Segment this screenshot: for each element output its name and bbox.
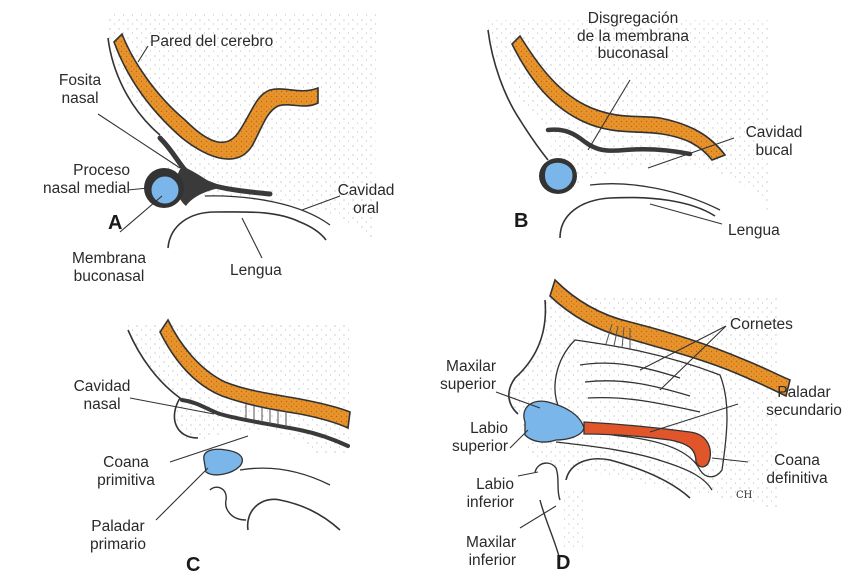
label-lower-lip: Labio inferior — [434, 476, 514, 511]
panel-c — [128, 320, 352, 530]
label-nasal-pit: Fosita nasal — [42, 72, 118, 107]
panel-c-oral-line — [240, 468, 330, 485]
label-definitive-choana: Coana definitiva — [754, 452, 840, 487]
label-membrane-rupture: Disgregación de la membrana buconasal — [568, 10, 698, 63]
label-tongue-b: Lengua — [728, 222, 780, 240]
label-medial-nasal-process: Proceso nasal medial — [14, 162, 130, 197]
panel-letter-b: B — [514, 210, 528, 233]
panel-d-lower-jaw-tissue — [562, 490, 584, 550]
panel-b-tongue — [560, 198, 715, 238]
panel-letter-a: A — [108, 212, 122, 235]
label-lower-jaw: Maxilar inferior — [436, 534, 516, 569]
label-conchae: Cornetes — [730, 316, 793, 334]
panel-b-oral-roof — [590, 184, 720, 210]
panel-c-primary-palate — [204, 449, 243, 475]
label-secondary-palate: Paladar secundario — [748, 384, 860, 419]
panel-d-lower-lip — [535, 463, 560, 500]
label-tongue-a: Lengua — [230, 262, 282, 280]
panel-letter-c: C — [186, 554, 200, 577]
panel-b-medial-nasal-process — [544, 162, 572, 190]
panel-a-medial-nasal-process — [151, 176, 179, 204]
label-primary-palate: Paladar primario — [76, 518, 160, 553]
panel-c-lower-lip — [210, 487, 246, 520]
panel-c-tongue — [248, 499, 340, 530]
panel-d-lower-jaw-outline — [540, 500, 560, 560]
panel-a-tongue — [168, 212, 326, 248]
label-upper-jaw: Maxilar superior — [410, 358, 496, 393]
label-upper-lip: Labio superior — [420, 420, 508, 455]
label-nasal-cavity: Cavidad nasal — [60, 378, 144, 413]
label-primitive-choana: Coana primitiva — [84, 454, 168, 489]
label-buccal-cavity: Cavidad bucal — [738, 124, 810, 159]
label-oronasal-membrane: Membrana buconasal — [56, 250, 162, 285]
panel-letter-d: D — [556, 552, 570, 575]
artist-signature: CH — [736, 490, 752, 501]
label-brain-wall: Pared del cerebro — [150, 33, 273, 51]
label-oral-cavity-a: Cavidad oral — [334, 182, 398, 217]
